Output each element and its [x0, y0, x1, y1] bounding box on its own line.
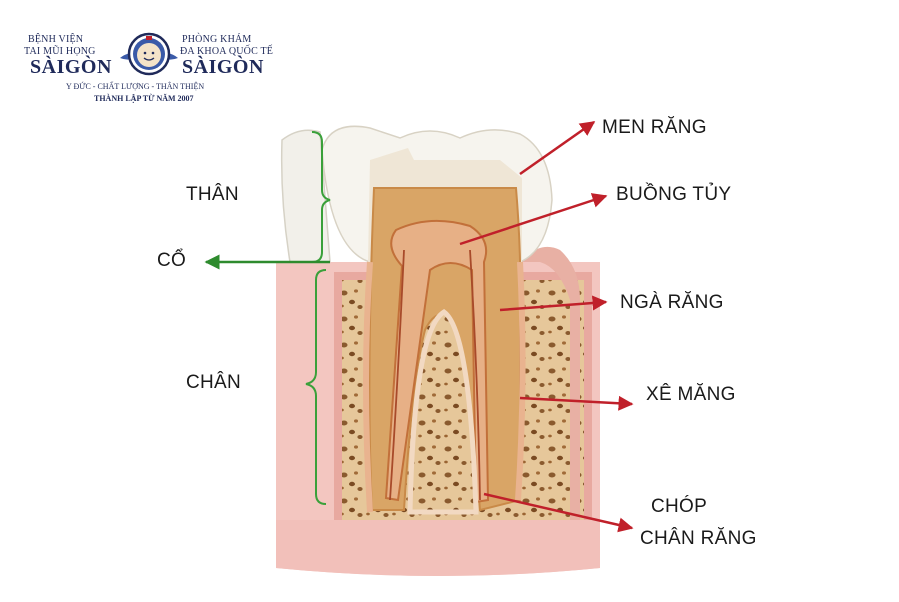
enamel-pointer-arrow — [519, 120, 596, 176]
label-enamel: MEN RĂNG — [602, 117, 707, 138]
hospital-logo: BỆNH VIỆN TAI MŨI HỌNG SÀIGÒN PHÒNG KHÁM… — [22, 28, 273, 108]
dentin-pointer-arrow — [499, 295, 608, 312]
tooth — [321, 125, 553, 515]
logo-left-big: SÀIGÒN — [30, 56, 112, 78]
crown-brace — [311, 131, 331, 263]
pulp-pointer-arrow — [459, 193, 608, 246]
smiling-face-emblem-icon — [120, 32, 178, 76]
label-pulp-chamber: BUỒNG TỦY — [616, 184, 732, 205]
logo-tagline: Y ĐỨC - CHẤT LƯỢNG - THÂN THIỆN — [66, 82, 205, 91]
label-dentin: NGÀ RĂNG — [620, 292, 724, 313]
label-cementum: XÊ MĂNG — [646, 384, 736, 405]
logo-right-line1: PHÒNG KHÁM — [182, 34, 252, 45]
logo-right-line2: ĐA KHOA QUỐC TẾ — [180, 46, 274, 57]
logo-right-big: SÀIGÒN — [182, 56, 264, 78]
root-brace — [305, 269, 327, 505]
label-crown: THÂN — [186, 184, 239, 205]
logo-left-line1: BỆNH VIỆN — [28, 34, 84, 45]
label-apex-line2: CHÂN RĂNG — [640, 528, 757, 549]
label-root: CHÂN — [186, 372, 242, 393]
apex-pointer-arrow — [483, 492, 634, 533]
label-apex-line1: CHÓP — [651, 496, 708, 517]
label-neck: CỔ — [157, 250, 187, 271]
logo-left-line2: TAI MŨI HỌNG — [24, 46, 96, 57]
cementum-pointer-arrow — [519, 395, 634, 411]
logo-established: THÀNH LẬP TỪ NĂM 2007 — [94, 94, 194, 103]
